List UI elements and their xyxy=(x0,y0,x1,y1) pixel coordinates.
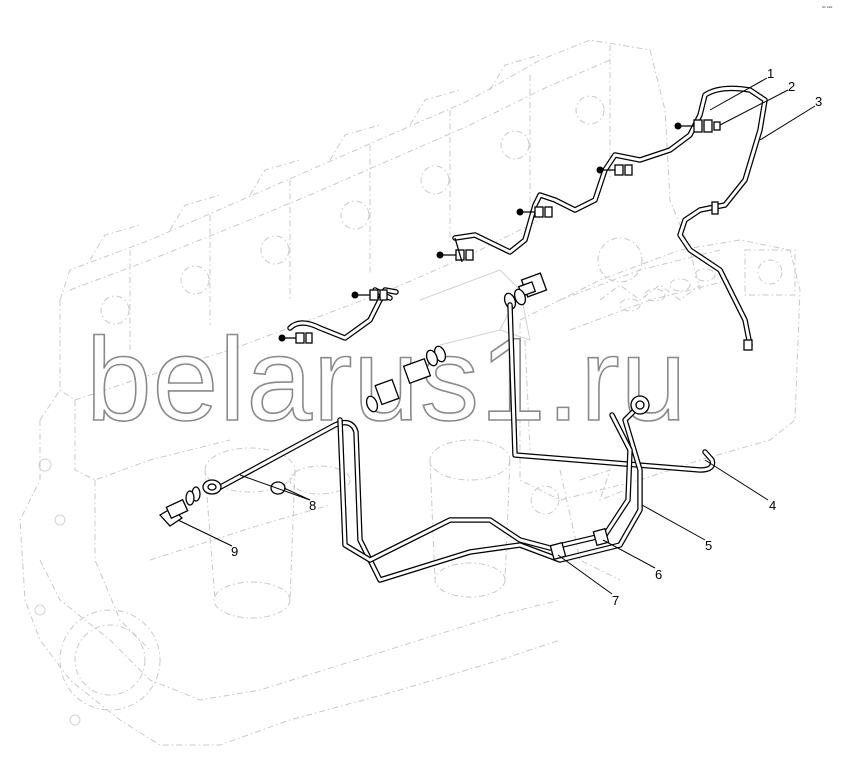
leader-lines xyxy=(177,77,816,595)
callout-9: 9 xyxy=(231,544,238,559)
engine-block-ghost xyxy=(19,39,801,746)
callout-8: 8 xyxy=(309,498,316,513)
callout-2: 2 xyxy=(788,79,795,94)
callout-5: 5 xyxy=(705,538,712,553)
fuel-lines-lower xyxy=(158,302,716,583)
callout-1: 1 xyxy=(767,66,774,81)
callout-3: 3 xyxy=(815,94,822,109)
callout-6: 6 xyxy=(655,567,662,582)
callout-7: 7 xyxy=(612,593,619,608)
gallery-bolts xyxy=(365,272,548,413)
corner-mark: ᵃᶜ ᵉᶝᶝ xyxy=(822,5,833,11)
callout-labels: 1 2 3 4 5 6 7 8 9 xyxy=(231,66,822,608)
callout-4: 4 xyxy=(769,498,776,513)
washer-8 xyxy=(270,481,286,495)
watermark-text: belarus1.ru xyxy=(86,314,687,446)
banjo-fittings xyxy=(278,119,753,351)
